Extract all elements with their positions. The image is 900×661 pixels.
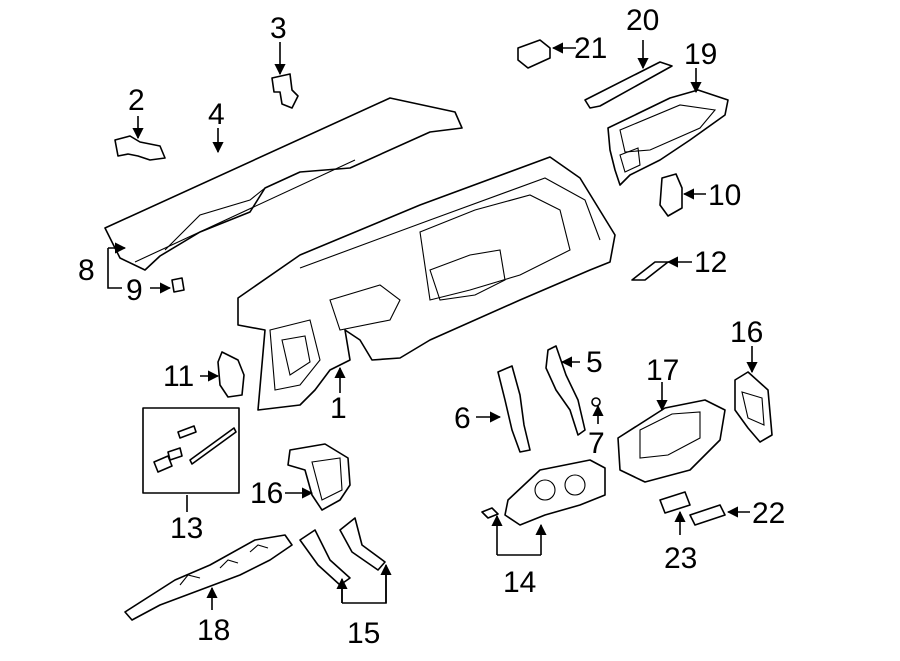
cluster-bezel-part-14 (481, 459, 606, 526)
callout-1: 1 (330, 392, 347, 425)
side-cover-part-10 (659, 173, 683, 217)
callout-19: 19 (684, 38, 717, 71)
callout-14: 14 (503, 566, 536, 599)
callout-2: 2 (128, 84, 145, 117)
callout-13: 13 (170, 512, 203, 545)
callout-7: 7 (588, 427, 605, 460)
lower-trim-part-18 (124, 534, 293, 621)
vent-bezel-left-16 (287, 443, 351, 511)
callout-22: 22 (752, 497, 785, 530)
callout-8: 8 (78, 254, 95, 287)
callout-5: 5 (586, 346, 603, 379)
callout-4: 4 (208, 98, 225, 131)
callout-16-left: 16 (250, 477, 283, 510)
bracket-part-6 (497, 365, 531, 453)
trim-strip-part-20 (584, 61, 673, 109)
callout-21: 21 (574, 32, 607, 65)
callout-20: 20 (626, 4, 659, 37)
side-cover-part-11 (217, 351, 245, 398)
callout-11: 11 (163, 360, 194, 393)
tray-part-23 (659, 491, 691, 514)
brackets-part-15 (299, 517, 386, 586)
vent-bezel-right-16 (734, 371, 773, 443)
glove-box-part-19 (607, 89, 729, 186)
trim-part-12 (631, 261, 669, 281)
callout-9: 9 (126, 274, 143, 307)
callout-6: 6 (454, 402, 471, 435)
bracket-part-3 (271, 73, 299, 109)
bracket-part-2 (114, 135, 166, 161)
screw-part-7 (591, 397, 601, 407)
parts-kit-box-13 (142, 407, 240, 494)
dash-pad-upper-panel (104, 97, 463, 271)
center-bezel-part-17 (617, 399, 726, 483)
instrument-panel-main (237, 156, 616, 411)
callout-15: 15 (347, 617, 380, 650)
clip-part-9 (171, 277, 185, 293)
callout-16-right: 16 (730, 316, 763, 349)
callout-3: 3 (270, 12, 287, 45)
callout-23: 23 (664, 542, 697, 575)
tray-part-22 (689, 504, 726, 526)
switch-part-21 (517, 39, 551, 69)
callout-numbers: 1 2 3 4 5 6 7 8 9 10 11 12 13 14 15 16 1… (78, 4, 785, 650)
callout-10: 10 (708, 179, 741, 212)
callout-17: 17 (646, 354, 679, 387)
bracket-part-5 (545, 345, 586, 436)
callout-12: 12 (694, 246, 727, 279)
leader-lines (107, 40, 758, 610)
callout-18: 18 (197, 614, 230, 647)
